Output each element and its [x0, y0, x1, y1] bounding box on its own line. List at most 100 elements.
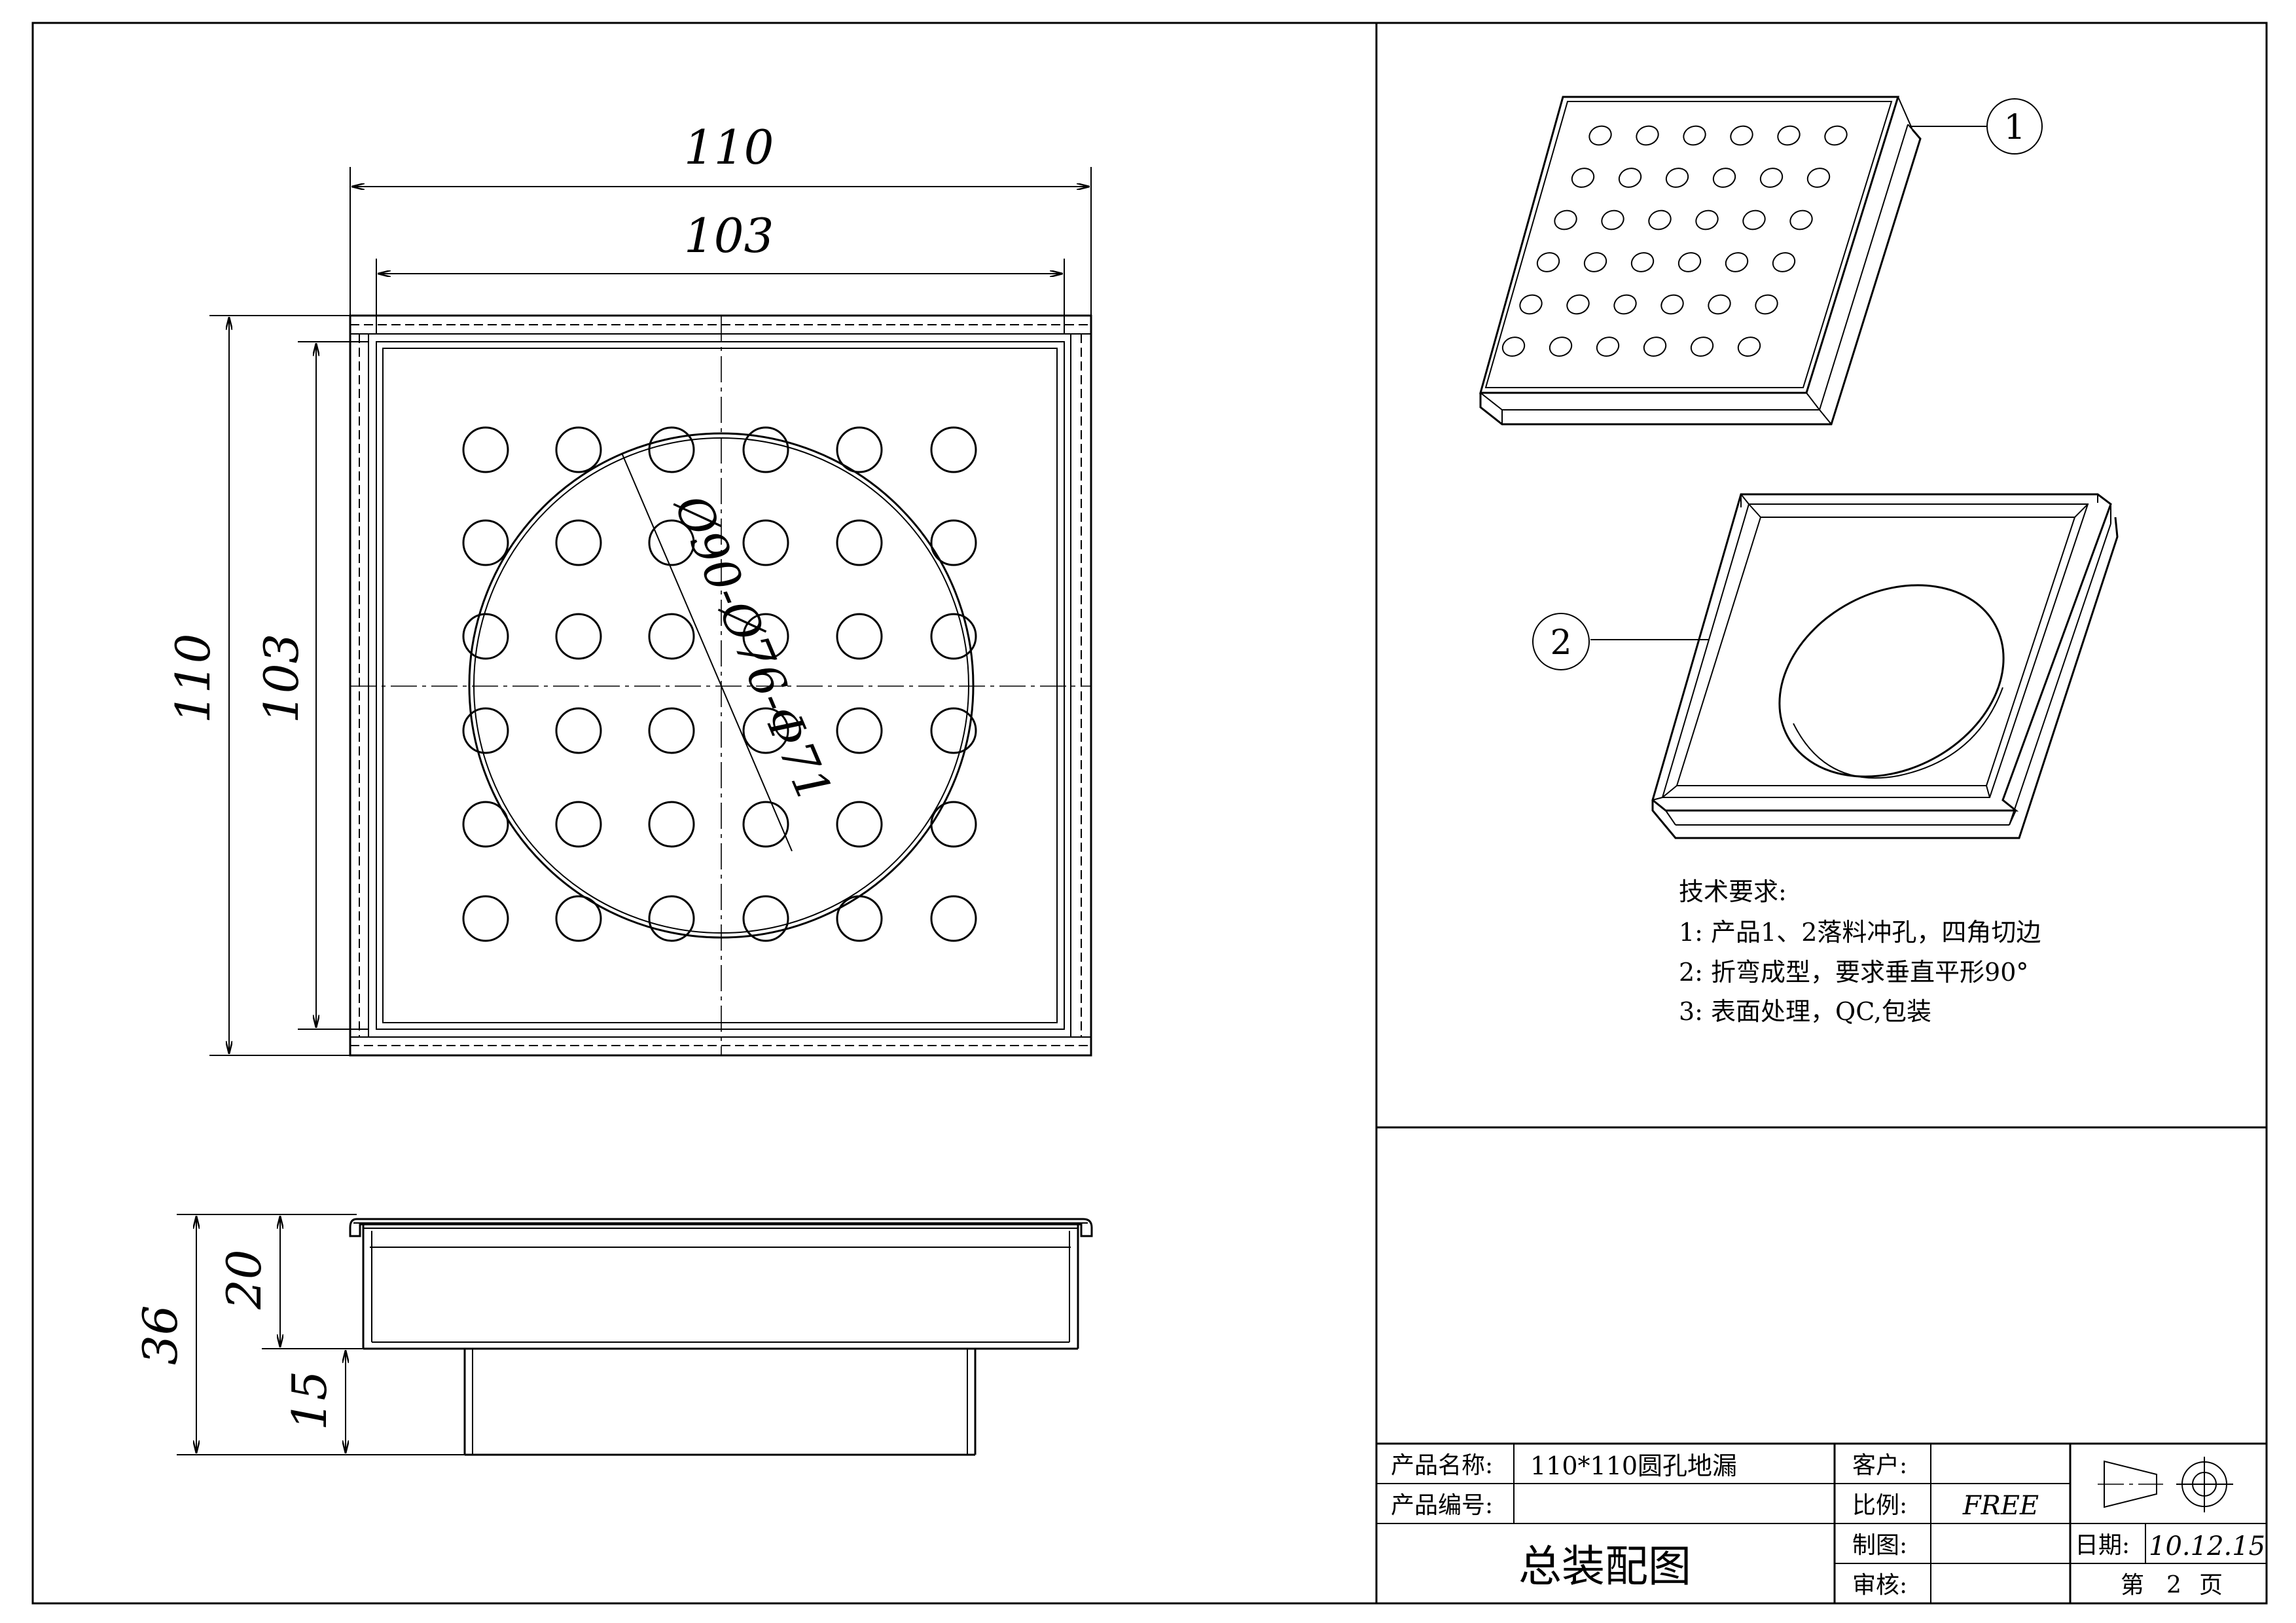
perforation-hole [836, 426, 883, 473]
product-no-label: 产品编号: [1391, 1492, 1493, 1519]
iso-hole [1549, 337, 1573, 357]
perforation-hole [648, 707, 695, 754]
perforation-hole [930, 707, 977, 754]
perforation-hole [930, 895, 977, 942]
iso-hole [1643, 337, 1667, 357]
perforation-hole [930, 519, 977, 566]
iso-hole [1648, 210, 1672, 230]
iso-hole [1660, 294, 1684, 315]
iso-part-2 [1651, 493, 2119, 839]
perforation-hole [555, 801, 602, 848]
scale-value: FREE [1962, 1491, 2039, 1521]
perforation-hole [930, 613, 977, 660]
iso-hole [1759, 168, 1784, 188]
perforation-hole [836, 801, 883, 848]
perforation-hole [555, 895, 602, 942]
iso-hole [1613, 294, 1637, 315]
date-label: 日期: [2075, 1532, 2130, 1559]
drain-circle [468, 432, 975, 939]
perforation-hole [742, 895, 789, 942]
perforation-hole [648, 895, 695, 942]
iso-hole [1596, 337, 1620, 357]
perforation-hole [462, 895, 509, 942]
perforation-hole [742, 426, 789, 473]
perforation-hole [930, 426, 977, 473]
perforation-hole [742, 519, 789, 566]
iso-hole [1554, 210, 1577, 230]
tech-notes-heading: 技术要求: [1679, 877, 1787, 906]
iso-hole [1806, 168, 1831, 188]
dim-outer-width: 110 [684, 120, 774, 175]
perforation-hole [462, 613, 509, 660]
iso-hole [1755, 294, 1778, 315]
tech-note-1: 1: 产品1、2落料冲孔，四角切边 [1679, 918, 2041, 947]
perforation-hole [462, 707, 509, 754]
product-name-label: 产品名称: [1391, 1452, 1493, 1479]
iso-hole [1725, 252, 1749, 272]
svg-text:2: 2 [1550, 623, 1571, 663]
front-dimensions: 110 103 110 103 [166, 120, 1092, 1056]
iso-hole [1501, 337, 1526, 357]
perforation-hole [836, 895, 883, 942]
tech-note-3: 3: 表面处理，QC,包装 [1679, 997, 1931, 1026]
side-view [349, 1218, 1093, 1456]
iso-hole [1690, 337, 1714, 357]
product-name-value: 110*110圆孔地漏 [1530, 1451, 1737, 1480]
iso-part-1 [1479, 96, 1922, 426]
perforation-hole [930, 801, 977, 848]
perforation-hole [648, 613, 695, 660]
iso-hole [1789, 210, 1813, 230]
svg-text:1: 1 [2003, 108, 2025, 147]
iso-hole [1777, 125, 1801, 146]
iso-hole [1583, 252, 1607, 272]
page-suffix: 页 [2199, 1572, 2223, 1599]
perforation-hole [555, 519, 602, 566]
perforation-hole [462, 426, 509, 473]
iso-hole [1630, 252, 1655, 272]
iso-hole [1772, 252, 1796, 272]
drawn-label: 制图: [1852, 1532, 1907, 1559]
perforation-hole [648, 801, 695, 848]
iso-hole [1730, 125, 1753, 146]
balloon-1: 1 [1910, 98, 2043, 155]
perforation-hole [742, 613, 789, 660]
iso-hole [1742, 210, 1766, 230]
iso-hole [1824, 125, 1848, 146]
perforation-holes [462, 426, 977, 942]
dim-inner-height: 103 [254, 634, 309, 723]
iso-hole [1566, 294, 1590, 315]
iso-hole [1601, 210, 1624, 230]
iso-hole [1683, 125, 1706, 146]
perforation-hole [555, 613, 602, 660]
iso-perforation-holes [1501, 125, 1848, 357]
date-value: 10.12.15 [2149, 1531, 2265, 1561]
dim-inner-width: 103 [684, 208, 774, 263]
balloon-2: 2 [1532, 613, 1708, 670]
perforation-hole [742, 801, 789, 848]
title-block: 产品名称: 110*110圆孔地漏 产品编号: 总装配图 客户: 比例: FRE… [1375, 1442, 2268, 1605]
iso-hole [1536, 252, 1560, 272]
perforation-hole [462, 801, 509, 848]
perforation-hole [836, 613, 883, 660]
customer-label: 客户: [1852, 1452, 1907, 1479]
iso-hole [1588, 125, 1612, 146]
iso-hole [1519, 294, 1543, 315]
iso-hole [1708, 294, 1731, 315]
iso-hole [1712, 168, 1736, 188]
iso-drain-opening [1778, 584, 2005, 778]
dim-lower-height: 15 [282, 1370, 337, 1431]
page-number: 2 [2166, 1572, 2181, 1599]
iso-hole [1677, 252, 1702, 272]
tech-note-2: 2: 折弯成型，要求垂直平形90° [1679, 958, 2028, 987]
technical-notes: 技术要求: 1: 产品1、2落料冲孔，四角切边 2: 折弯成型，要求垂直平形90… [1679, 877, 2041, 1026]
dim-upper-height: 20 [217, 1249, 272, 1310]
side-dimensions: 36 20 15 [133, 1214, 465, 1455]
sheet-border [31, 22, 2268, 1605]
projection-symbol-icon [2098, 1457, 2233, 1512]
perforation-hole [742, 707, 789, 754]
iso-hole [1737, 337, 1761, 357]
checked-label: 审核: [1852, 1572, 1907, 1599]
perforation-hole [555, 707, 602, 754]
page-prefix: 第 [2121, 1572, 2144, 1599]
